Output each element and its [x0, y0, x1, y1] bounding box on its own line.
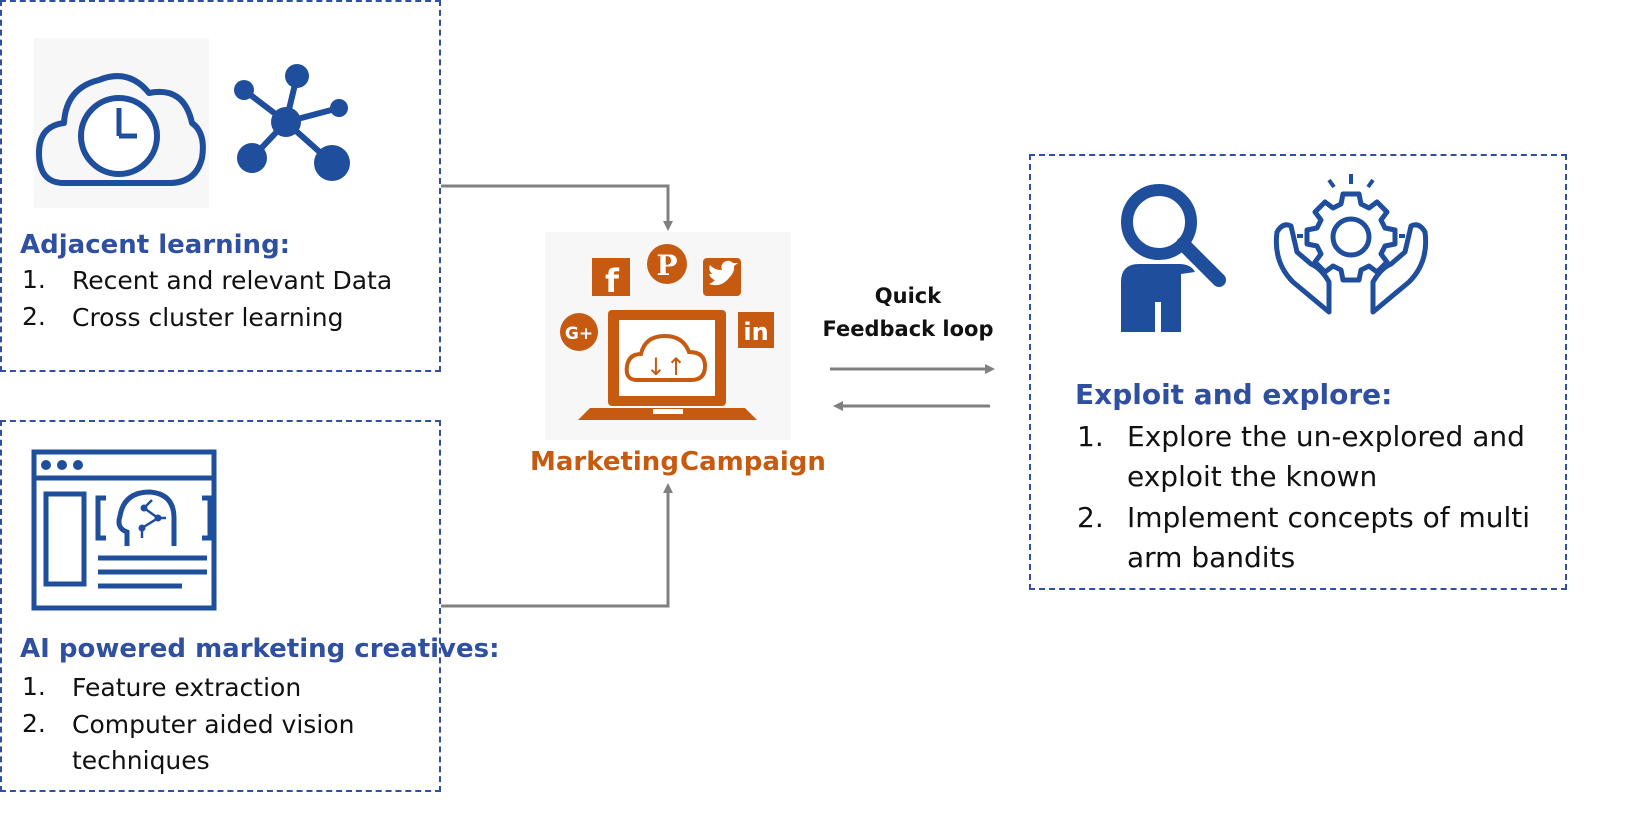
magnifier-person-icon — [1121, 184, 1226, 332]
exploit-explore-box: Exploit and explore: 1. Explore the un-e… — [1029, 154, 1567, 590]
feedback-line2: Feedback loop — [822, 317, 994, 341]
hands-gear-icon — [1273, 174, 1429, 315]
network-node-icon — [234, 64, 350, 181]
facebook-icon — [592, 258, 630, 296]
feedback-loop-label: Quick Feedback loop — [810, 280, 1006, 346]
arrow-creatives-to-campaign — [441, 483, 673, 608]
adjacent-learning-box: Adjacent learning: 1. Recent and relevan… — [0, 0, 441, 372]
adjacent-learning-title: Adjacent learning: — [20, 230, 291, 260]
linkedin-icon-glyph: in — [743, 318, 768, 346]
google-plus-icon-glyph: G+ — [565, 324, 593, 344]
campaign-label: Campaign — [680, 447, 826, 477]
exploit-explore-title: Exploit and explore: — [1075, 378, 1393, 411]
svg-text:↓↑: ↓↑ — [646, 353, 686, 381]
cloud-clock-icon — [34, 38, 209, 208]
facebook-icon-glyph: f — [605, 262, 620, 300]
google-plus-icon — [560, 313, 598, 351]
marketing-label: Marketing — [530, 447, 679, 477]
feedback-line1: Quick — [874, 284, 942, 308]
ai-creatives-title: AI powered marketing creatives: — [20, 634, 500, 664]
ai-creatives-box: AI powered marketing creatives: 1. Featu… — [0, 420, 500, 792]
marketing-campaign-graphic: ↓↑ f P G+ in — [545, 232, 791, 440]
twitter-icon — [703, 258, 741, 296]
pinterest-icon — [647, 244, 687, 284]
ai-browser-icon — [31, 449, 217, 611]
pinterest-icon-glyph: P — [656, 249, 677, 282]
linkedin-icon — [738, 312, 774, 348]
arrow-adjacent-to-campaign — [441, 184, 673, 231]
